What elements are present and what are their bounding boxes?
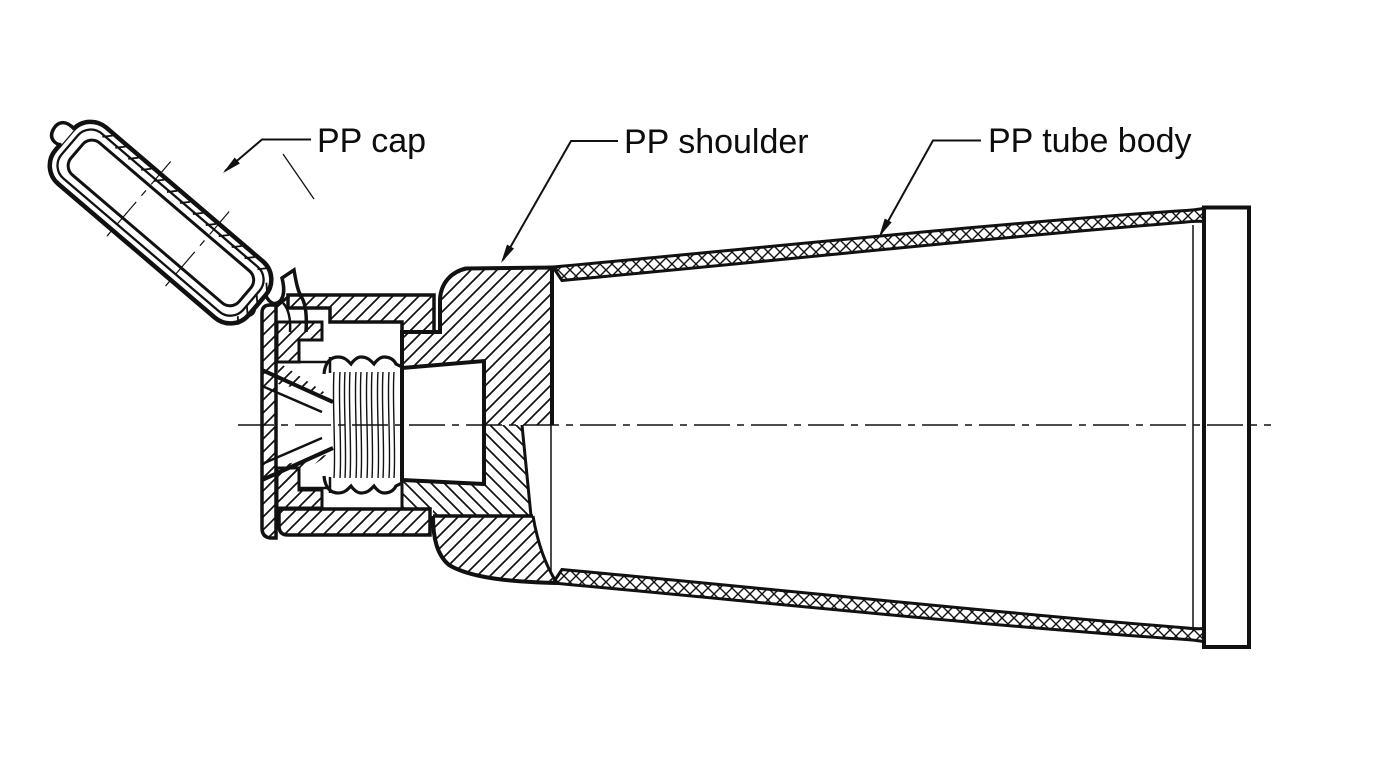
lid-cavity-line: [66, 138, 256, 308]
shoulder-leader-line: [502, 140, 618, 261]
lid-centermark-2: [159, 211, 230, 293]
shoulder-section: [400, 265, 559, 585]
shoulder-lower-mass: [402, 425, 531, 516]
cap-arrowhead: [223, 157, 240, 173]
callout-tube-body: PP tube body: [879, 122, 1192, 237]
shoulder-outline: [400, 265, 554, 366]
spout-funnel: [260, 362, 334, 488]
lid-centermark-1: [101, 161, 172, 243]
funnel-wedge-bottom: [278, 454, 330, 488]
thread-profile-bottom: [322, 475, 403, 495]
funnel-top-outer: [261, 368, 334, 404]
lid-section-tick: [282, 153, 315, 200]
callout-cap: PP cap: [223, 122, 426, 173]
thread-profile-top: [322, 355, 403, 375]
cap-corner-line: [275, 294, 290, 309]
neck-bore: [400, 358, 486, 487]
funnel-bottom-outer: [261, 446, 334, 482]
shoulder-arrowhead: [501, 244, 514, 263]
cap-bottom-wall: [277, 507, 432, 537]
callout-shoulder: PP shoulder: [501, 123, 809, 263]
shoulder-upper-mass: [402, 267, 553, 425]
cap-upper-boss: [275, 320, 324, 364]
thread-section: [322, 355, 403, 495]
hinge-wishbone-inner: [282, 302, 292, 333]
thread-flanks: [332, 371, 396, 479]
cap-leader-line: [224, 138, 311, 172]
lid-wall-hatch-ticks: [102, 134, 268, 325]
funnel-bottom-inner: [261, 436, 323, 466]
skirt-outer-curve: [431, 515, 559, 585]
funnel-top-inner: [261, 384, 323, 414]
shoulder-label: PP shoulder: [624, 123, 809, 161]
hinge-wishbone: [264, 267, 309, 333]
shoulder-lower-slant: [520, 424, 533, 517]
cap-top-wall: [286, 293, 436, 334]
tube-wall-top: [550, 206, 1206, 283]
lid-thumb-tab: [49, 121, 76, 147]
cap-left-wall: [260, 303, 278, 540]
tube-body-section: [550, 205, 1251, 649]
tube-wall-bottom: [550, 567, 1206, 644]
funnel-wedge-top: [278, 362, 330, 396]
lid-wall-inner-line: [56, 128, 265, 317]
tube-body-arrowhead: [879, 218, 892, 237]
tube-body-label: PP tube body: [988, 122, 1192, 160]
tube-open-end: [1202, 205, 1251, 649]
flip-lid: [47, 119, 274, 326]
tube-body-leader-line: [880, 139, 981, 235]
lid-outer-shell: [47, 119, 274, 326]
skirt-inner-curve: [531, 515, 559, 584]
cap-base-section: [236, 260, 436, 540]
shoulder-skirt: [433, 516, 557, 583]
cap-label: PP cap: [317, 122, 426, 160]
